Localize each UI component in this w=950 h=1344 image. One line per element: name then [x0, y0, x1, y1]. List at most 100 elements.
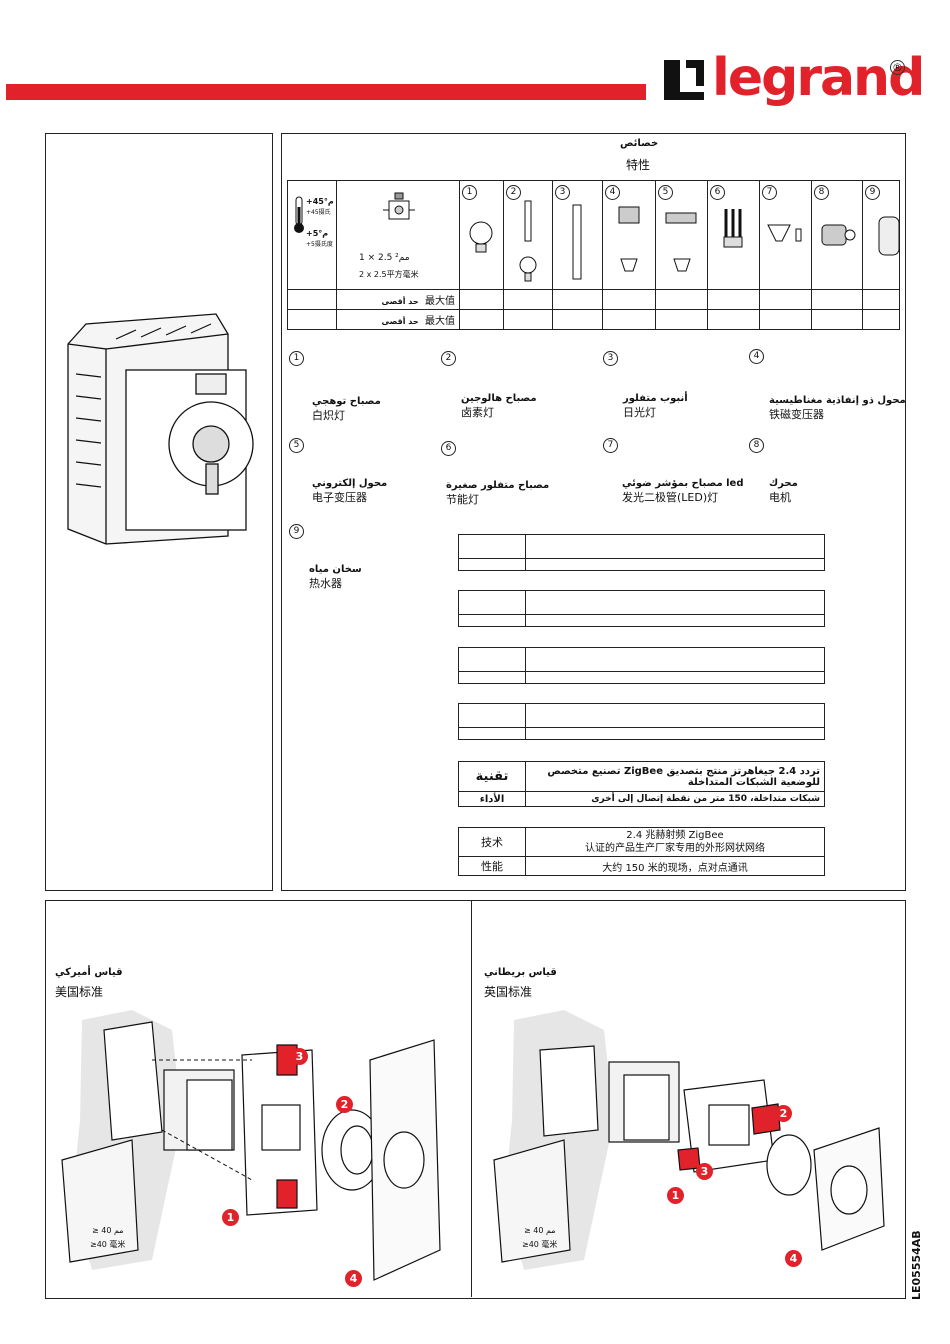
us-step-2-badge: 2 [336, 1096, 353, 1113]
thermometer-icon [294, 196, 304, 233]
col-6-number: 6 [710, 185, 725, 200]
brand-name: legrand [712, 48, 925, 108]
legend-item-1: 1 [289, 345, 304, 366]
legend-item-3: 3 [603, 345, 618, 366]
halogen-lamp-icon [519, 200, 537, 282]
col-1-number: 1 [462, 185, 477, 200]
perf-label-cn: 性能 [458, 856, 526, 876]
features-title-cn: 特性 [626, 158, 651, 172]
perf-value-ar: شبكات متداخلة، 150 متر من نقطة إتصال إلى… [525, 791, 825, 807]
energy-saving-lamp-icon [723, 209, 743, 248]
header-red-bar [6, 84, 646, 100]
uk-standard-cn: 英国标准 [484, 985, 533, 999]
uk-step-2-badge: 2 [775, 1105, 792, 1122]
uk-step-1-badge: 1 [667, 1187, 684, 1204]
col-2: 2 [503, 180, 553, 290]
water-heater-icon [878, 216, 900, 256]
uk-standard-ar: قياس بريطاني [484, 967, 557, 978]
tech-label-cn: 技术 [458, 827, 526, 857]
tech-table-ar: تقنية تردد 2.4 جيغاهرتز منتج بتصديق ZigB… [458, 761, 825, 807]
col-8: 8 [811, 180, 863, 290]
features-panel [281, 133, 906, 891]
col-7-number: 7 [762, 185, 777, 200]
uk-step-4-badge: 4 [785, 1250, 802, 1267]
legend-item-4: 4 [749, 343, 764, 364]
installation-panel [45, 900, 906, 1299]
incandescent-bulb-icon [469, 221, 493, 253]
legrand-logo-icon [662, 58, 706, 102]
temp-low-cn: +5摄氏度 [306, 241, 333, 248]
fluorescent-tube-icon [572, 204, 582, 280]
col-9: 9 [862, 180, 900, 290]
col-5-number: 5 [658, 185, 673, 200]
product-image-panel [45, 133, 273, 891]
temp-high: +45°م [306, 197, 334, 206]
svg-text:≥ 40 مم: ≥ 40 مم [92, 1226, 124, 1235]
wire-spec: 1 × 2.5 مم² [359, 253, 410, 263]
temp-low: +5°م [306, 229, 329, 238]
info-table-3 [458, 647, 825, 684]
wire-spec-cell: 1 × 2.5 مم² 2 x 2.5平方毫米 [336, 180, 460, 290]
us-standard-cn: 美国标准 [55, 985, 104, 999]
registered-mark: ® [890, 60, 905, 75]
svg-text:≥40 毫米: ≥40 毫米 [522, 1239, 557, 1249]
info-table-2 [458, 590, 825, 627]
terminal-screw-icon [383, 192, 415, 220]
ferromagnetic-transformer-icon [618, 206, 640, 272]
svg-text:≥40 毫米: ≥40 毫米 [90, 1239, 125, 1249]
col-4-number: 4 [605, 185, 620, 200]
installation-divider [471, 900, 472, 1297]
us-standard-ar: قياس أميركي [55, 967, 123, 978]
temp-high-cn: +45摄氏 [306, 209, 331, 216]
load-spec-table: +45°م +45摄氏 +5°م +5摄氏度 1 × 2.5 مم² 2 x 2… [287, 180, 900, 330]
tech-value-ar: تردد 2.4 جيغاهرتز منتج بتصديق ZigBee تصن… [525, 761, 825, 792]
document-code: LE05554AB [910, 1230, 923, 1300]
col-7: 7 [759, 180, 812, 290]
max-row-1-label: حد أقصى 最大值 [336, 289, 460, 310]
col-3: 3 [552, 180, 603, 290]
svg-text:≥ 40 مم: ≥ 40 مم [524, 1226, 556, 1235]
max-row-2-label: حد أقصى 最大值 [336, 309, 460, 330]
legend-item-5: 5 [289, 432, 304, 453]
electronic-transformer-icon [665, 212, 697, 272]
perf-value-cn: 大约 150 米的现场，点对点通讯 [525, 856, 825, 876]
uk-step-3-badge: 3 [696, 1163, 713, 1180]
legend-item-9: 9 [289, 518, 304, 539]
perf-label-ar: الأداء [458, 791, 526, 807]
legend-item-8: 8 [749, 432, 764, 453]
temperature-cell: +45°م +45摄氏 +5°م +5摄氏度 [287, 180, 337, 290]
col-2-number: 2 [506, 185, 521, 200]
info-table-1 [458, 534, 825, 571]
us-step-1-badge: 1 [222, 1209, 239, 1226]
us-step-3-badge: 3 [291, 1048, 308, 1065]
col-9-number: 9 [865, 185, 880, 200]
legend-item-6: 6 [441, 435, 456, 456]
col-1: 1 [459, 180, 504, 290]
dimmer-module-icon [67, 313, 254, 545]
col-3-number: 3 [555, 185, 570, 200]
features-title-ar: خصائص [620, 138, 659, 149]
uk-installation-diagram-icon: ≥ 40 مم ≥40 毫米 [493, 1010, 885, 1270]
info-table-4 [458, 703, 825, 740]
legend-item-2: 2 [441, 345, 456, 366]
col-5: 5 [655, 180, 708, 290]
motor-icon [821, 224, 856, 246]
led-lamp-icon [767, 224, 802, 242]
us-installation-diagram-icon: ≥ 40 مم ≥40 毫米 [61, 1010, 441, 1281]
tech-label-ar: تقنية [458, 761, 526, 792]
col-6: 6 [707, 180, 760, 290]
col-8-number: 8 [814, 185, 829, 200]
legend-item-7: 7 [603, 432, 618, 453]
wire-spec-cn: 2 x 2.5平方毫米 [359, 270, 419, 279]
